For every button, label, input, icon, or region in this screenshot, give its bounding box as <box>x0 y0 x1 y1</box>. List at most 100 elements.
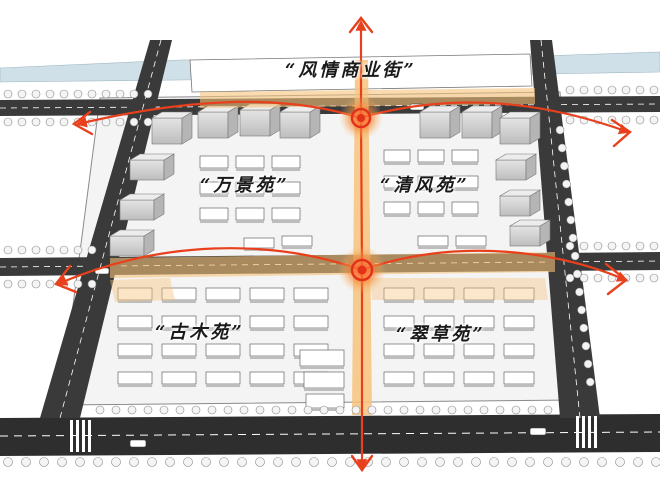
tree-icon <box>345 457 355 467</box>
low-rise-building <box>205 287 241 301</box>
tree-icon <box>129 89 139 99</box>
tree-icon <box>575 287 584 297</box>
tree-icon <box>555 125 565 135</box>
tree-icon <box>621 115 631 125</box>
low-rise-building <box>463 371 495 385</box>
low-rise-building <box>503 315 535 329</box>
tree-icon <box>319 405 329 415</box>
low-rise-building <box>161 343 197 357</box>
tree-icon <box>143 89 153 99</box>
tree-icon <box>87 279 97 289</box>
low-rise-building <box>199 207 229 221</box>
tree-icon <box>585 377 595 387</box>
tree-icon <box>543 405 553 415</box>
tree-icon <box>579 323 589 333</box>
tree-icon <box>447 405 457 415</box>
low-rise-building <box>383 149 411 163</box>
tree-icon <box>59 245 69 255</box>
direction-arrow-icon <box>359 101 631 135</box>
tree-icon <box>115 117 125 127</box>
tree-icon <box>635 85 645 95</box>
tower-building <box>498 111 542 145</box>
wanjing-garden-label: “万景苑” <box>200 175 290 196</box>
tree-icon <box>633 457 643 467</box>
tree-icon <box>565 85 575 95</box>
tree-icon <box>507 457 517 467</box>
low-rise-building <box>235 207 265 221</box>
tower-building <box>494 153 538 181</box>
tree-icon <box>3 279 13 289</box>
tower-building <box>278 105 322 139</box>
tree-icon <box>607 85 617 95</box>
low-rise-building <box>383 201 411 215</box>
tree-icon <box>560 161 569 171</box>
low-rise-building <box>417 235 449 247</box>
tree-icon <box>287 405 297 415</box>
building-group <box>108 103 552 411</box>
tree-icon <box>219 457 229 467</box>
tree-icon <box>255 405 265 415</box>
tree-icon <box>383 405 393 415</box>
tree-icon <box>273 457 283 467</box>
low-rise-building <box>503 343 535 357</box>
tree-icon <box>543 457 553 467</box>
tree-icon <box>649 85 659 95</box>
tree-icon <box>17 89 27 99</box>
tree-icon <box>93 457 103 467</box>
tree-icon <box>511 405 521 415</box>
tree-icon <box>159 405 169 415</box>
tree-icon <box>21 457 31 467</box>
tree-icon <box>3 245 13 255</box>
tree-icon <box>239 405 249 415</box>
tower-building <box>118 193 166 221</box>
direction-arrow-icon <box>75 100 361 128</box>
tree-icon <box>31 279 41 289</box>
tree-icon <box>577 305 586 315</box>
tree-icon <box>495 405 505 415</box>
tree-icon <box>59 89 69 99</box>
tree-icon <box>223 405 233 415</box>
tree-icon <box>525 457 535 467</box>
tree-icon <box>579 241 589 251</box>
tree-icon <box>351 405 361 415</box>
tree-icon <box>95 405 105 415</box>
tree-icon <box>191 405 201 415</box>
tree-icon <box>649 273 659 283</box>
tree-icon <box>557 143 567 153</box>
tower-building <box>238 103 282 137</box>
tree-icon <box>581 341 591 351</box>
tree-icon <box>471 457 481 467</box>
low-rise-building <box>117 315 153 329</box>
axis-nodes <box>338 96 386 294</box>
low-rise-building <box>383 371 415 385</box>
tower-building <box>508 219 552 247</box>
low-rise-building <box>249 315 285 329</box>
tree-icon <box>649 241 659 251</box>
tree-icon <box>17 245 27 255</box>
tree-icon <box>327 457 337 467</box>
tree-icon <box>129 117 139 127</box>
tree-icon <box>17 279 27 289</box>
tree-icon <box>335 405 345 415</box>
tree-icon <box>572 269 582 279</box>
low-rise-building <box>249 343 285 357</box>
axis-arrows <box>55 19 631 471</box>
tree-icon <box>3 89 13 99</box>
tree-icon <box>453 457 463 467</box>
tree-icon <box>399 405 409 415</box>
tower-building <box>128 153 176 181</box>
low-rise-building <box>199 155 229 169</box>
low-rise-building <box>161 371 197 385</box>
gumu-garden-label: “古木苑” <box>155 322 245 343</box>
tree-icon <box>31 89 41 99</box>
tree-icon <box>597 457 607 467</box>
tree-icon <box>635 115 645 125</box>
tree-icon <box>615 457 625 467</box>
tower-building <box>108 229 156 257</box>
tree-icon <box>381 457 391 467</box>
axis-node-icon <box>350 258 374 282</box>
tree-icon <box>59 117 69 127</box>
low-rise-building <box>249 287 285 301</box>
tree-icon <box>621 85 631 95</box>
